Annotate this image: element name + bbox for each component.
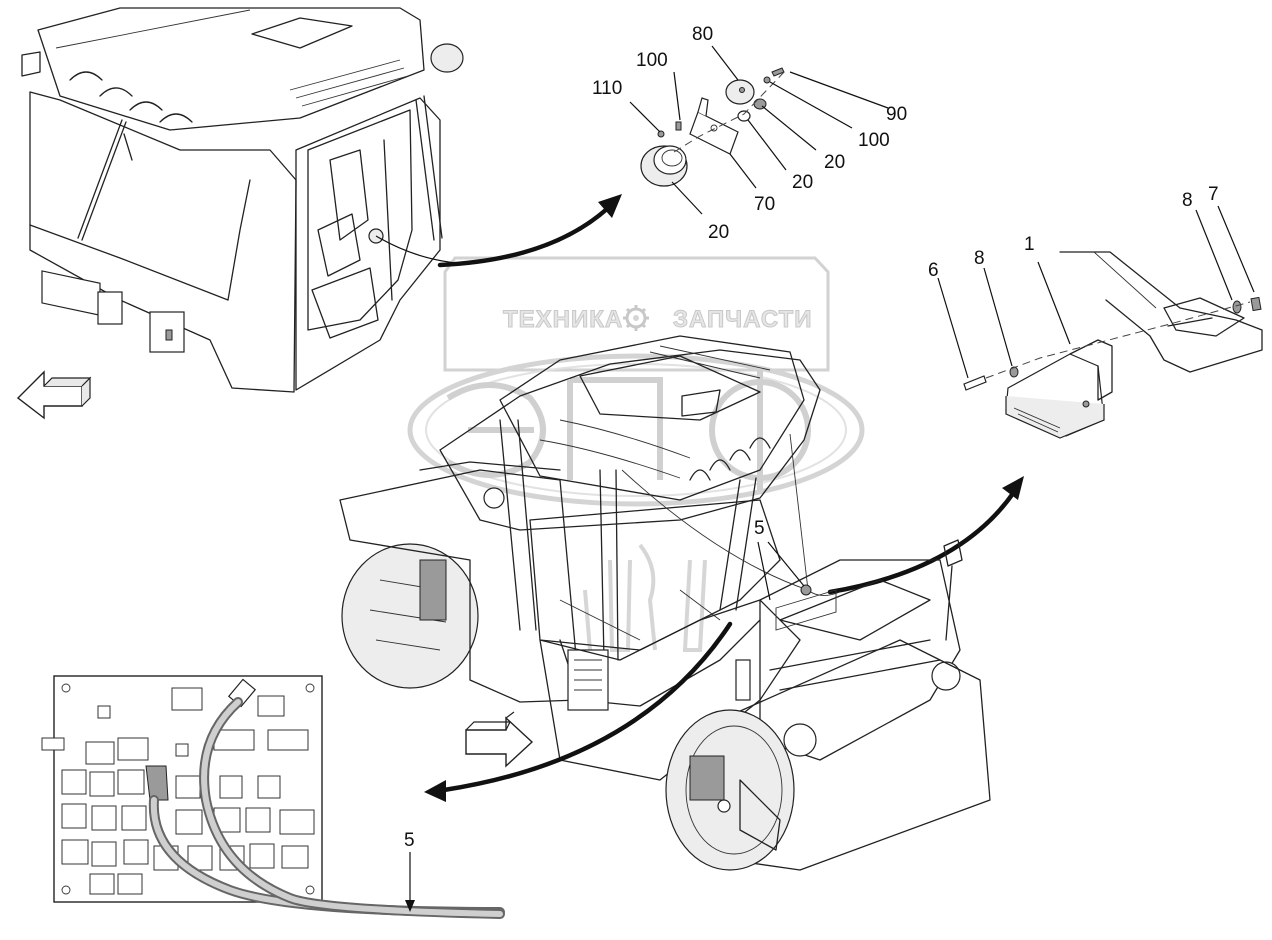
- screw-100-top: [675, 121, 682, 131]
- callout-5-center: 5: [754, 518, 765, 539]
- callout-20-a: 20: [824, 152, 845, 173]
- beacon-light: [430, 43, 464, 73]
- detail-arrow-right: [827, 476, 1024, 595]
- control-unit-assembly: [963, 251, 1263, 439]
- detail-arrow-top: [437, 194, 622, 268]
- washer-20: [737, 110, 751, 122]
- callout-100-top: 100: [636, 50, 668, 71]
- leaders-right: [937, 205, 1255, 379]
- screw-90: [771, 67, 785, 77]
- watermark-left-word: ТЕХНИКА: [503, 306, 623, 333]
- bolt-7: [1250, 296, 1262, 312]
- cap-part-80: [725, 79, 755, 105]
- watermark-right-word: ЗАПЧАСТИ: [673, 306, 813, 333]
- callout-1: 1: [1024, 234, 1035, 255]
- watermark-tools: [583, 543, 707, 652]
- bracket-part-70: [689, 97, 739, 155]
- washer-8-top: [1232, 300, 1242, 314]
- callout-7: 7: [1208, 184, 1219, 205]
- callout-80: 80: [692, 24, 713, 45]
- fuse-panel: [41, 675, 505, 919]
- callout-100-right: 100: [858, 130, 890, 151]
- nut-110: [657, 130, 665, 138]
- roller-machine: [339, 335, 991, 871]
- leaders-center: [757, 541, 805, 601]
- detail-arrow-bottom: [424, 621, 733, 802]
- machine-roof: [499, 335, 805, 501]
- front-drum: [665, 709, 795, 871]
- washer-100-right: [763, 76, 771, 84]
- callout-5-bottom: 5: [404, 830, 415, 851]
- washer-8-mid: [1009, 366, 1019, 378]
- callout-20-c: 20: [708, 222, 729, 243]
- leaders-top: [629, 45, 889, 215]
- callout-8-top: 8: [1182, 190, 1193, 211]
- buzzer-assembly: [640, 67, 787, 187]
- view-direction-arrow-icon-center: [465, 711, 534, 768]
- leaders-bottom: [405, 852, 415, 912]
- harness-connector: [145, 765, 169, 801]
- callout-20-b: 20: [792, 172, 813, 193]
- buzzer-part-20: [640, 145, 688, 187]
- callout-8-mid: 8: [974, 248, 985, 269]
- view-direction-arrow-icon: [16, 370, 92, 420]
- cab-rear-view: [21, 7, 471, 393]
- mirror: [943, 539, 963, 567]
- watermark: ТЕХНИКА ЗАПЧАСТИ: [407, 256, 865, 652]
- callout-labels: 80 100 110 90 100 20 20 70 20 8 7 6 8 1 …: [404, 24, 1219, 851]
- callout-70: 70: [754, 194, 775, 215]
- bolt-6: [963, 375, 987, 391]
- callout-6: 6: [928, 260, 939, 281]
- callout-90: 90: [886, 104, 907, 125]
- harness-junction: [800, 584, 812, 596]
- fuse-panel-relays: [41, 687, 315, 895]
- callout-110: 110: [592, 78, 622, 99]
- gear-icon: [623, 305, 649, 331]
